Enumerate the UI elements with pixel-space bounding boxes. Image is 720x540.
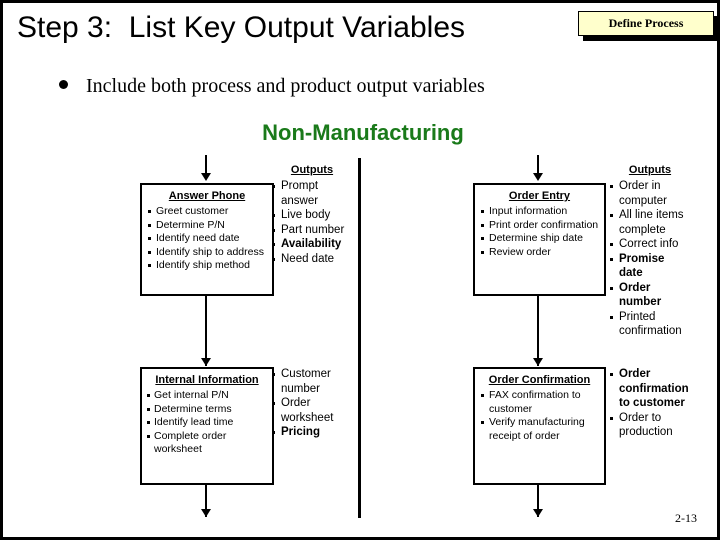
arrowhead-left-top [201, 173, 211, 181]
process-box-answer-phone[interactable]: Answer Phone Greet customer Determine P/… [140, 183, 274, 296]
arrowhead-right-bottom [533, 509, 543, 517]
page-number: 2-13 [675, 511, 697, 525]
list-item: Determine ship date [480, 232, 601, 246]
process-box-steps: FAX confirmation to customer Verify manu… [475, 389, 604, 443]
outputs-label: Outputs [628, 164, 672, 176]
list-item: Identify need date [147, 232, 269, 246]
list-item: All line items complete [609, 208, 691, 237]
list-item: Availability [271, 237, 353, 252]
page-title: Step 3: List Key Output Variables [17, 11, 466, 44]
process-box-title: Order Confirmation [488, 374, 591, 386]
list-item: Customer number [271, 367, 353, 396]
list-item: Prompt answer [271, 179, 353, 208]
connector-left-bottom [205, 485, 207, 517]
outputs-list: Prompt answer Live body Part number Avai… [271, 179, 353, 266]
connector-left-middle [205, 296, 207, 366]
outputs-list: Customer number Order worksheet Pricing [271, 367, 353, 440]
list-item: Need date [271, 252, 353, 267]
connector-left-top [205, 155, 207, 175]
process-box-steps: Get internal P/N Determine terms Identif… [142, 389, 272, 457]
outputs-column-right-bottom: Order confirmation to customer Order to … [609, 367, 693, 440]
connector-right-middle [537, 296, 539, 366]
process-flow-diagram: Answer Phone Greet customer Determine P/… [3, 3, 717, 537]
list-item: Pricing [271, 425, 353, 440]
list-item: Promise date [609, 252, 691, 281]
bullet-row: Include both process and product output … [59, 75, 485, 98]
list-item: Identify ship method [147, 259, 269, 273]
list-item: Correct info [609, 237, 691, 252]
list-item: Order in computer [609, 179, 691, 208]
outputs-column-right-top: Outputs Order in computer All line items… [609, 164, 691, 339]
outputs-column-left-bottom: Customer number Order worksheet Pricing [271, 367, 353, 440]
outputs-column-left-top: Outputs Prompt answer Live body Part num… [271, 164, 353, 266]
process-box-steps: Greet customer Determine P/N Identify ne… [142, 205, 272, 273]
connector-right-bottom [537, 485, 539, 517]
process-box-order-entry[interactable]: Order Entry Input information Print orde… [473, 183, 606, 296]
list-item: FAX confirmation to customer [480, 389, 601, 416]
list-item: Get internal P/N [147, 389, 269, 403]
list-item: Greet customer [147, 205, 269, 219]
list-item: Live body [271, 208, 353, 223]
list-item: Review order [480, 246, 601, 260]
arrowhead-left-middle [201, 358, 211, 366]
list-item: Printed confirmation [609, 310, 691, 339]
process-box-steps: Input information Print order confirmati… [475, 205, 604, 259]
define-process-badge[interactable]: Define Process [578, 11, 717, 41]
process-box-internal-information[interactable]: Internal Information Get internal P/N De… [140, 367, 274, 485]
process-box-title: Order Entry [508, 190, 571, 202]
center-divider [358, 158, 361, 518]
outputs-label: Outputs [290, 164, 334, 176]
list-item: Verify manufacturing receipt of order [480, 416, 601, 443]
list-item: Order number [609, 281, 691, 310]
process-box-title: Internal Information [155, 374, 259, 386]
bullet-dot-icon [59, 80, 68, 89]
list-item: Order worksheet [271, 396, 353, 425]
bullet-text: Include both process and product output … [86, 75, 485, 97]
process-box-title: Answer Phone [168, 190, 246, 202]
process-box-order-confirmation[interactable]: Order Confirmation FAX confirmation to c… [473, 367, 606, 485]
list-item: Determine P/N [147, 219, 269, 233]
arrowhead-right-middle [533, 358, 543, 366]
arrowhead-left-bottom [201, 509, 211, 517]
outputs-list: Order in computer All line items complet… [609, 179, 691, 339]
list-item: Order to production [609, 411, 693, 440]
connector-right-top [537, 155, 539, 175]
list-item: Order confirmation to customer [609, 367, 693, 411]
list-item: Determine terms [147, 403, 269, 417]
list-item: Identify ship to address [147, 246, 269, 260]
list-item: Part number [271, 223, 353, 238]
arrowhead-right-top [533, 173, 543, 181]
list-item: Input information [480, 205, 601, 219]
list-item: Complete order worksheet [147, 430, 269, 457]
badge-label: Define Process [578, 11, 714, 36]
list-item: Identify lead time [147, 416, 269, 430]
section-heading: Non-Manufacturing [262, 120, 464, 145]
outputs-list: Order confirmation to customer Order to … [609, 367, 693, 440]
list-item: Print order confirmation [480, 219, 601, 233]
